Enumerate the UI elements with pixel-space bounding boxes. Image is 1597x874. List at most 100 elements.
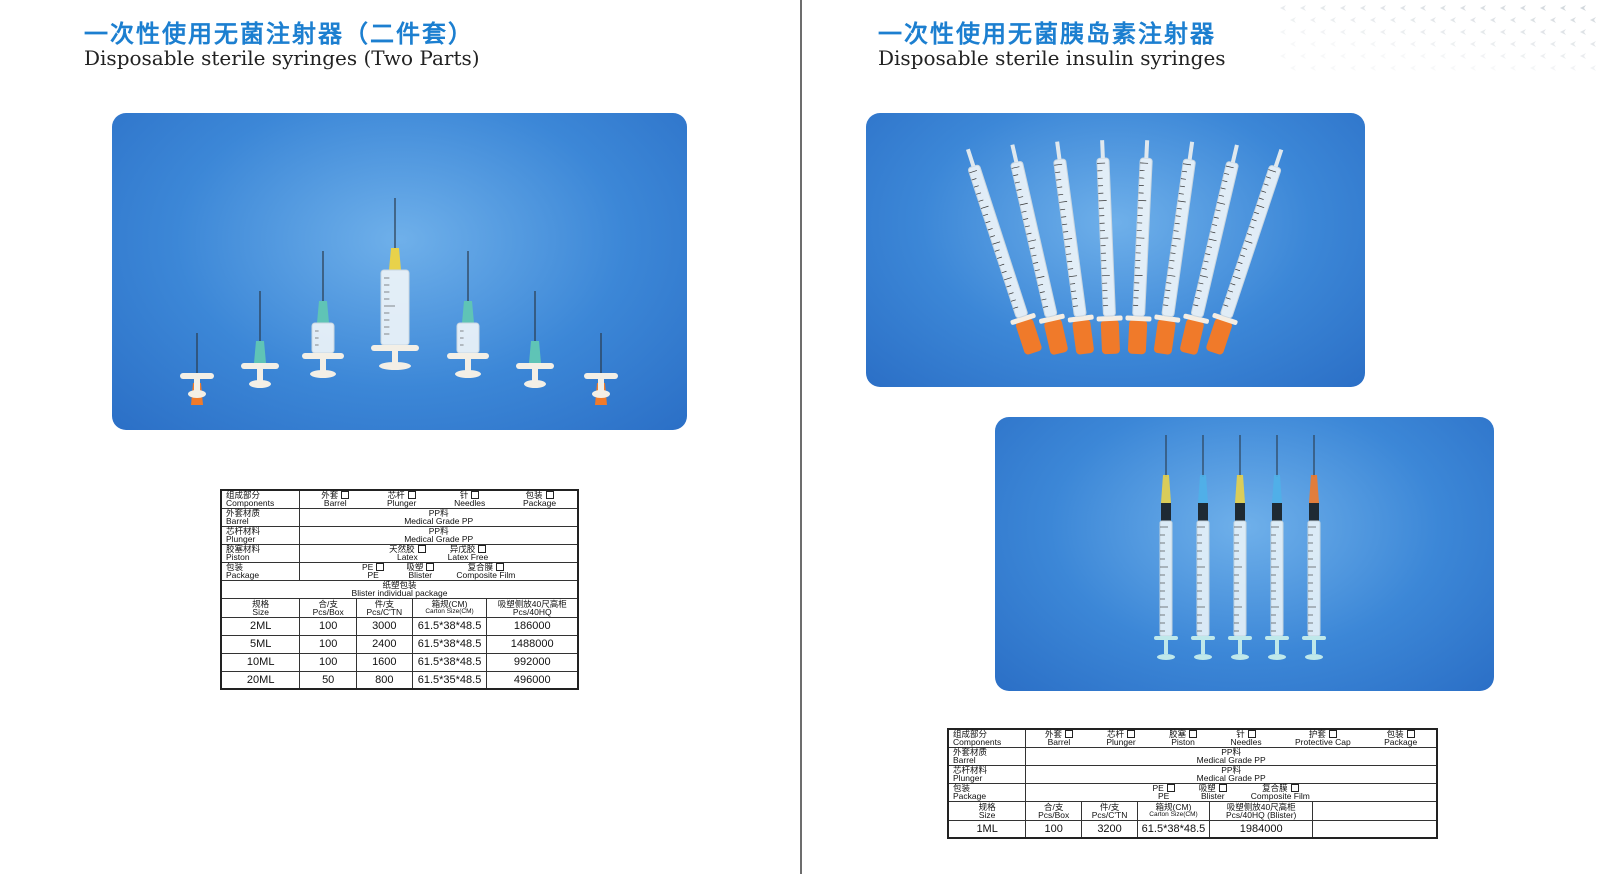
plunger-rod (392, 351, 398, 363)
arrow-mark (1370, 17, 1376, 23)
scale-mark (1261, 190, 1267, 193)
scale-mark (976, 192, 982, 195)
barrel (1096, 157, 1116, 317)
arrow-mark (1340, 29, 1346, 35)
syringes-illustration (180, 198, 618, 405)
arrow-mark (1550, 41, 1556, 47)
arrow-mark (1370, 65, 1376, 71)
scale-mark (1223, 304, 1229, 307)
needle-hub (529, 341, 541, 363)
syringe (180, 333, 214, 405)
arrow-mark (1280, 29, 1286, 35)
table-row: 20ML 50 800 61.5*35*48.5 496000 (220, 670, 579, 690)
scale-mark (1193, 304, 1199, 307)
finger-flange (1039, 313, 1065, 324)
scale-mark (1013, 306, 1019, 309)
scale-mark (1177, 200, 1186, 203)
arrow-mark (1500, 29, 1506, 35)
plunger-rod (320, 359, 326, 371)
arrow-mark (1490, 65, 1496, 71)
arrow-mark (1320, 29, 1326, 35)
scale-mark (1242, 247, 1248, 250)
finger-flange (180, 373, 214, 379)
scale-mark (1201, 267, 1207, 270)
arrow-mark (1290, 41, 1296, 47)
scale-mark (1194, 297, 1200, 299)
scale-mark (1228, 290, 1233, 293)
arrow-mark (1320, 5, 1326, 11)
arrow-mark (1410, 65, 1416, 71)
plunger-tip (1161, 503, 1171, 521)
scale-mark (1006, 285, 1012, 288)
scale-mark (1196, 289, 1202, 292)
plunger-rod (1238, 640, 1242, 654)
finger-flange (1183, 313, 1209, 324)
scale-mark (999, 263, 1005, 266)
scale-mark (1172, 237, 1181, 240)
barrel (1196, 520, 1210, 637)
scale-mark (1180, 178, 1186, 180)
arrow-mark (1550, 17, 1556, 23)
scale-mark (1063, 231, 1069, 233)
arrow-mark (1520, 29, 1526, 35)
arrow-mark (1550, 65, 1556, 71)
orange-cap (1127, 319, 1148, 355)
plunger-thumb (310, 370, 336, 378)
arrow-mark (1570, 17, 1576, 23)
barrel (1220, 165, 1282, 319)
scale-mark (1036, 276, 1045, 279)
barrel (1161, 158, 1196, 318)
orange-cap (1180, 318, 1204, 355)
orange-cap (1100, 319, 1120, 355)
plunger-thumb (1268, 654, 1286, 660)
arrow-mark (1540, 29, 1546, 35)
insulin-syringe (1206, 148, 1284, 355)
syringe (371, 198, 419, 370)
arrow-mark (1450, 41, 1456, 47)
scale-mark (1249, 226, 1255, 229)
arrow-mark (1290, 65, 1296, 71)
insulin-syringe (1154, 435, 1178, 660)
scale-mark (1205, 253, 1211, 256)
scale-mark (1235, 268, 1241, 272)
plunger-tip (1272, 503, 1282, 521)
scale-mark (987, 228, 993, 231)
orange-cap (1016, 318, 1042, 355)
finger-flange (584, 373, 618, 379)
scale-mark (1263, 183, 1269, 186)
syringe (516, 291, 554, 388)
finger-flange (1067, 314, 1094, 323)
right-title-en: Disposable sterile insulin syringes (878, 46, 1226, 70)
arrow-mark (1540, 53, 1546, 59)
scale-mark (1163, 304, 1169, 306)
syringe (302, 251, 344, 378)
arrow-mark (1300, 29, 1306, 35)
table-row: 5ML 100 2400 61.5*38*48.5 1488000 (220, 634, 579, 654)
arrow-mark (1480, 53, 1486, 59)
arrow-mark (1490, 41, 1496, 47)
plunger-tip (1235, 503, 1245, 521)
scale-mark (1029, 247, 1035, 250)
arrow-mark (1310, 65, 1316, 71)
arrow-mark (1470, 65, 1476, 71)
scale-mark (1182, 163, 1191, 166)
plunger-thumb (1194, 654, 1212, 660)
left-title-en: Disposable sterile syringes (Two Parts) (84, 46, 480, 70)
two-part-syringes-photo (112, 113, 687, 430)
arrow-mark (1330, 65, 1336, 71)
scale-mark (1237, 261, 1243, 264)
scale-mark (1173, 230, 1179, 232)
insulin-syringes-row-photo (995, 417, 1494, 691)
barrel (1159, 520, 1173, 637)
plunger-rod (1164, 640, 1168, 654)
